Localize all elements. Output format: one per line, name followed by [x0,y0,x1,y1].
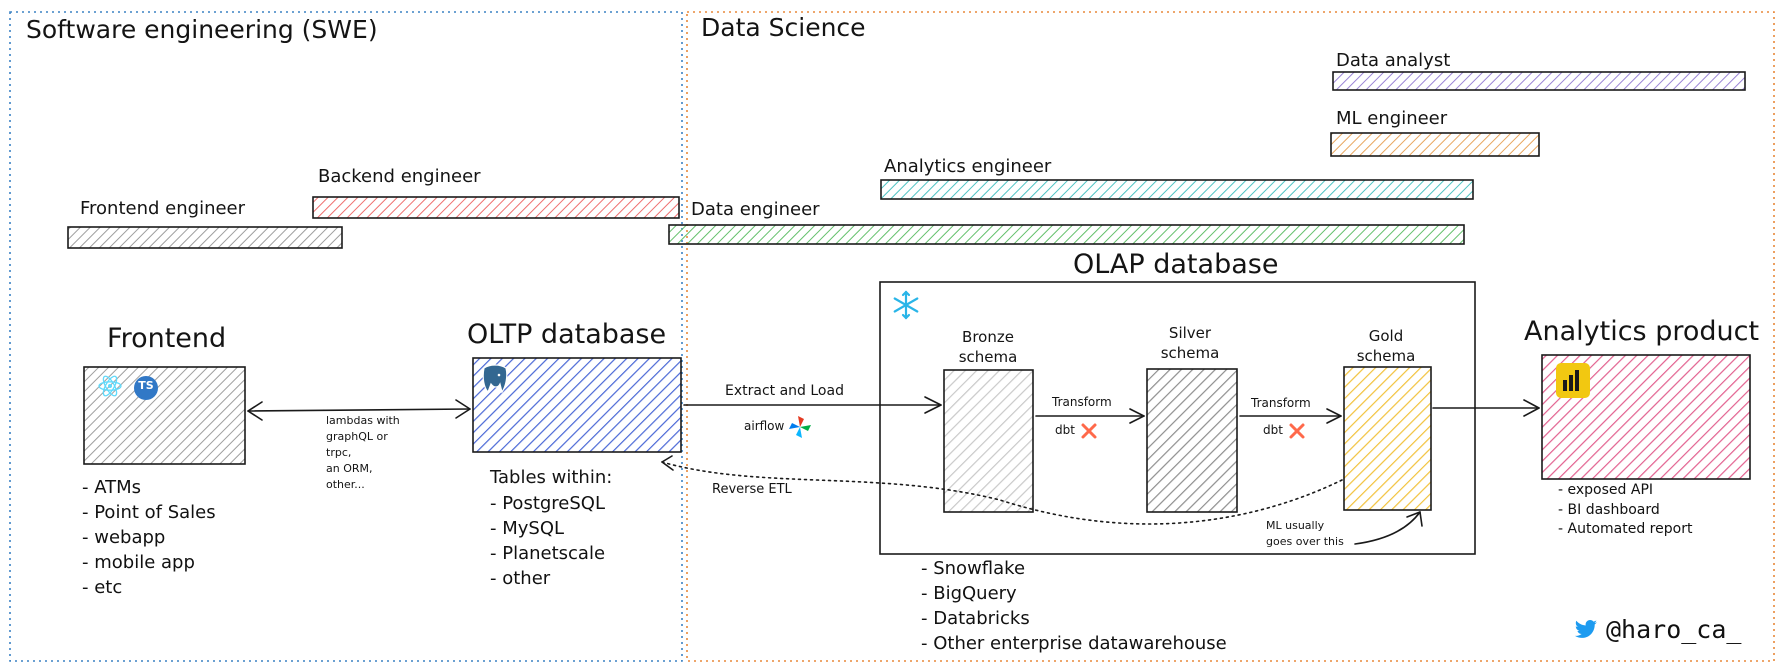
analytics-items-list: exposed API BI dashboard Automated repor… [1558,481,1693,540]
react-icon [98,375,122,397]
data-science-zone-border [686,11,1775,662]
data-engineer-label: Data engineer [691,199,820,220]
postgres-elephant-icon [482,364,508,394]
ml-note-arrowhead [1406,511,1423,527]
list-item: exposed API [1558,481,1692,501]
bronze-schema-label-line1: Bronze [962,328,1014,346]
silver-schema-label-line1: Silver [1168,324,1212,342]
ml-note-line: ML usually [1266,519,1325,532]
bronze-silver-arrowhead [1129,408,1145,424]
edge-label-line: graphQL or [326,429,388,443]
oltp-title: OLTP database [467,319,667,350]
olap-container [879,281,1476,555]
gold-schema-label-line1: Gold [1368,327,1404,345]
twitter-handle[interactable]: @haro_ca_ [1574,615,1741,644]
oltp-items-list: PostgreSQL MySQL Planetscale other [490,491,605,591]
oltp-items-heading: Tables within: [490,467,613,488]
frontend-side-arrowhead [247,401,263,421]
oltp-side-arrowhead [455,399,471,419]
edge-label-line: lambdas with [326,414,400,427]
list-item: Databricks [921,606,1227,631]
gold-analytics-arrowhead [1523,399,1540,417]
bronze-schema-label-line2: schema [958,347,1018,366]
frontend-items-list: ATMs Point of Sales webapp mobile app et… [82,475,216,600]
transform-label-2: Transform [1251,396,1311,410]
data-analyst-label: Data analyst [1336,50,1451,71]
frontend-oltp-connector [247,408,471,412]
frontend-title: Frontend [107,323,227,354]
dbt-label-2: dbt [1263,423,1283,437]
ml-engineer-bar [1330,132,1540,157]
edge-label-line: an ORM, [326,461,373,475]
backend-engineer-label: Backend engineer [318,166,481,187]
twitter-bird-icon [1575,620,1597,638]
edge-label-line: trpc, [326,445,352,459]
list-item: BI dashboard [1558,501,1692,521]
list-item: MySQL [490,516,605,541]
silver-gold-arrowhead [1326,408,1342,424]
extract-load-label: Extract and Load [725,383,844,399]
list-item: Snowflake [921,556,1227,581]
backend-engineer-bar [312,196,680,219]
data-analyst-bar [1332,71,1746,91]
typescript-icon [134,376,158,400]
frontend-oltp-edge-label: lambdas with graphQL or trpc, an ORM, ot… [326,413,400,493]
airflow-icon [789,416,811,438]
gold-schema-box [1343,366,1432,511]
list-item: etc [82,575,216,600]
ml-note-line: goes over this [1266,534,1344,548]
list-item: ATMs [82,475,216,500]
ml-note-arrow [1354,511,1421,545]
olap-title: OLAP database [1073,249,1279,280]
silver-schema-label-line2: schema [1160,343,1220,362]
powerbi-icon [1556,363,1590,398]
bronze-schema-label: Bronze schema [948,328,1028,367]
transform-label-1: Transform [1052,395,1112,409]
olap-items-list: Snowflake BigQuery Databricks Other ente… [921,556,1227,656]
analytics-engineer-bar [880,179,1474,200]
list-item: PostgreSQL [490,491,605,516]
list-item: mobile app [82,550,216,575]
analytics-product-title: Analytics product [1524,316,1760,347]
ml-engineer-label: ML engineer [1336,108,1448,129]
swe-zone-title: Software engineering (SWE) [26,15,378,44]
list-item: Point of Sales [82,500,215,525]
typescript-badge-text: TS [138,379,154,392]
dbt-icon-2 [1289,423,1305,439]
gold-schema-label: Gold schema [1346,327,1426,366]
silver-schema-box [1146,368,1238,513]
frontend-engineer-label: Frontend engineer [80,198,246,219]
analytics-engineer-label: Analytics engineer [884,156,1052,177]
oltp-box [472,357,682,453]
airflow-label: airflow [744,419,785,433]
silver-schema-label: Silver schema [1150,324,1230,363]
extract-load-arrowhead [924,396,942,414]
bronze-schema-box [943,369,1034,513]
twitter-handle-text: @haro_ca_ [1606,615,1742,644]
frontend-box [83,366,246,465]
swe-zone-border [9,11,683,662]
list-item: other [490,566,605,591]
list-item: Automated report [1558,520,1693,540]
list-item: BigQuery [921,581,1227,606]
snowflake-icon [893,290,919,320]
data-engineer-bar [668,224,1465,245]
list-item: webapp [82,525,216,550]
reverse-etl-label: Reverse ETL [712,482,792,497]
data-science-zone-title: Data Science [701,13,866,42]
gold-schema-label-line2: schema [1356,346,1416,365]
edge-label-line: other... [326,477,365,491]
dbt-icon-1 [1081,423,1097,439]
ml-note-label: ML usually goes over this [1266,518,1344,550]
list-item: Planetscale [490,541,605,566]
reverse-etl-arrowhead [661,455,674,471]
dbt-label-1: dbt [1055,423,1075,437]
list-item: Other enterprise datawarehouse [921,631,1227,656]
frontend-engineer-bar [67,226,343,249]
